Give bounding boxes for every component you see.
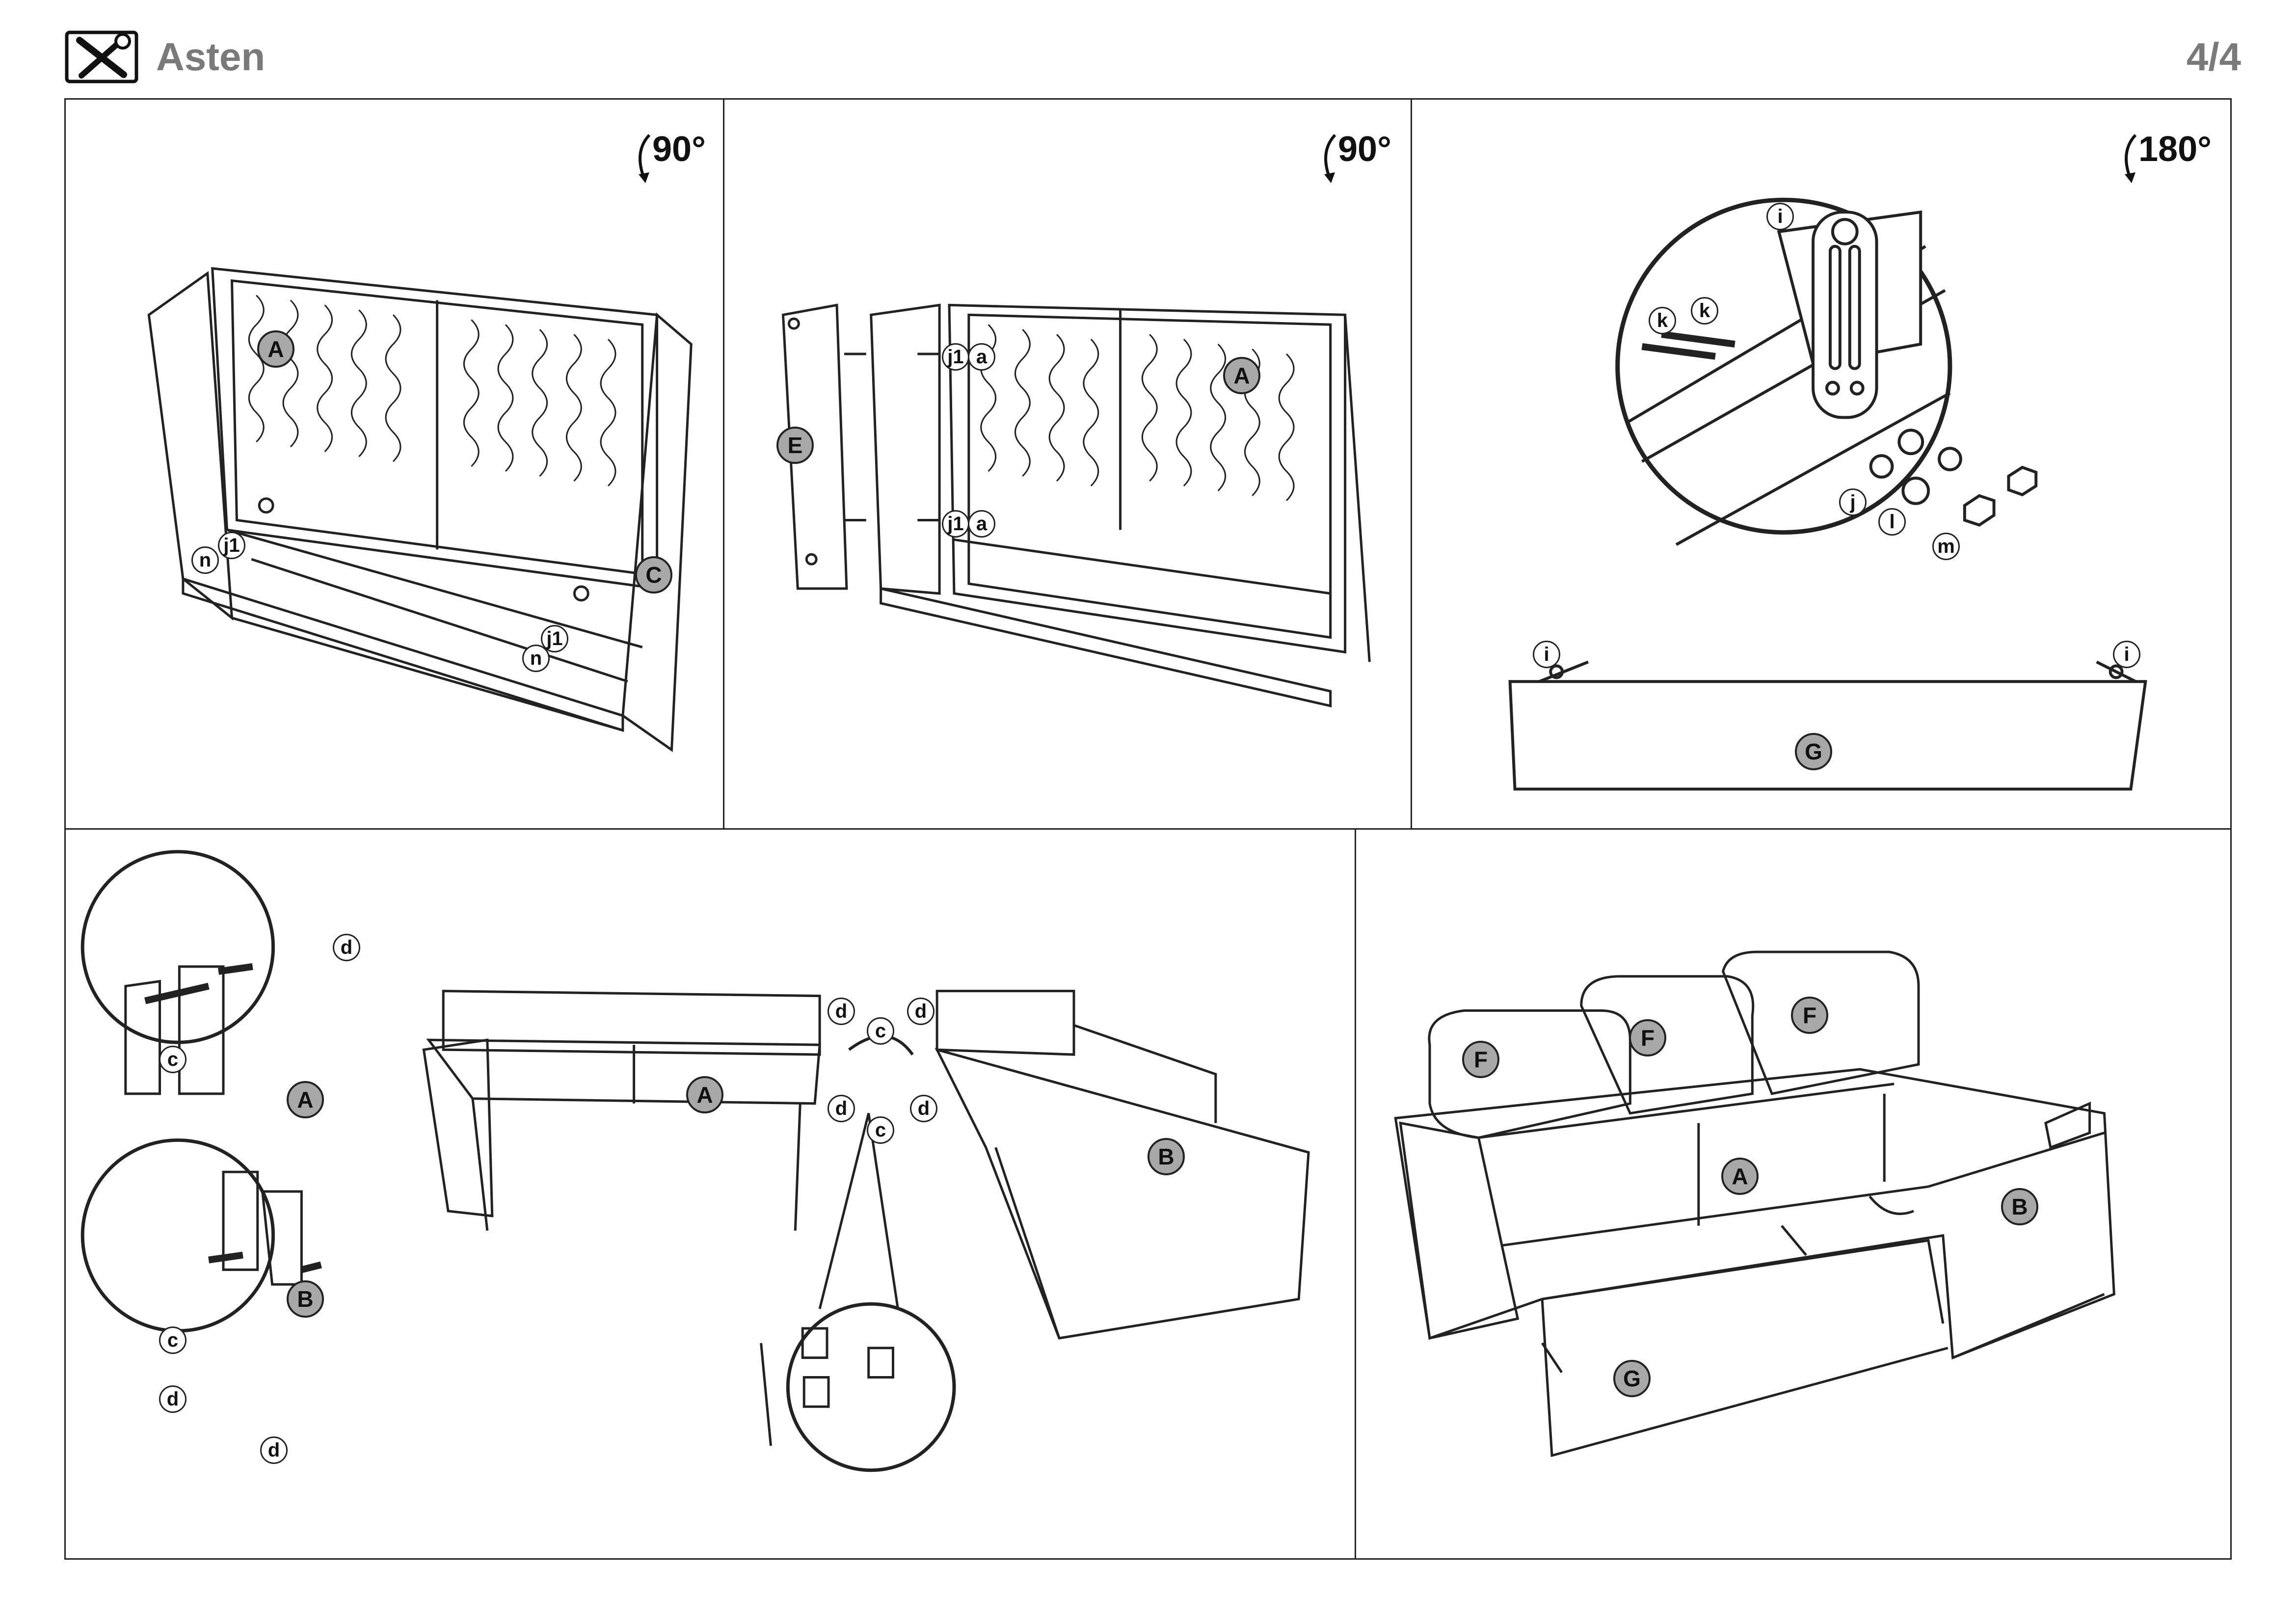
part-label-B: B [2001,1188,2038,1225]
part-label-c: c [867,1116,894,1144]
part-label-k: k [1691,297,1718,325]
part-label-j1: j1 [218,532,245,559]
part-label-F: F [1462,1041,1499,1078]
part-label-d: d [910,1095,937,1122]
part-label-A: A [1223,357,1260,394]
part-label-c: c [159,1326,187,1354]
sofa-connection-illustration [80,850,1310,1472]
part-label-F: F [1791,997,1828,1034]
part-label-d: d [260,1436,288,1464]
part-label-G: G [1795,733,1832,770]
part-label-n: n [191,546,219,574]
assembled-sofa-illustration [1394,950,2115,1458]
part-label-a: a [968,510,995,538]
step-panel-1: 90° A C n j1 n j1 [64,98,724,830]
step-panel-5: F F F A B G [1355,828,2232,1560]
part-label-B: B [287,1280,324,1318]
part-label-n: n [522,645,550,672]
part-label-d: d [907,998,934,1025]
sofa-back-frame-illustration [147,267,693,753]
rotation-indicator-1: 90° [639,129,706,183]
part-label-k: k [1649,307,1676,334]
part-label-l: l [1878,508,1906,536]
part-label-d: d [159,1385,187,1413]
step-panel-3: 180° i k k j l m i i G [1411,98,2232,830]
part-label-d: d [828,1095,855,1122]
step-panel-2: 90° E A j1 a j1 a [723,98,1412,830]
part-label-A: A [686,1076,723,1113]
part-label-G: G [1613,1360,1651,1397]
rotation-indicator-2: 90° [1324,129,1391,183]
tools-icon [65,30,138,83]
part-label-F: F [1629,1019,1666,1056]
part-label-A: A [287,1081,324,1118]
page-number: 4/4 [2186,35,2241,79]
part-label-i: i [2113,641,2140,668]
part-label-A: A [1721,1158,1759,1195]
part-label-d: d [333,934,360,961]
sofa-side-panel-illustration [781,303,1371,708]
part-label-m: m [1932,533,1960,560]
part-label-i: i [1766,203,1794,230]
part-label-d: d [828,998,855,1025]
step-panel-4: d c A B c d d A d c d d d c B [64,828,1356,1560]
part-label-B: B [1148,1138,1185,1175]
rotation-indicator-3: 180° [2125,129,2212,183]
part-label-j: j [1839,488,1867,516]
part-label-A: A [257,330,294,368]
part-label-j1: j1 [541,625,568,652]
part-label-j1: j1 [942,510,969,538]
part-label-a: a [968,343,995,371]
part-label-C: C [635,556,672,594]
part-label-E: E [776,427,814,464]
part-label-j1: j1 [942,343,969,371]
document-title: Asten [156,35,266,79]
part-label-c: c [867,1017,894,1045]
drawer-wheel-illustration [1508,197,2147,791]
part-label-i: i [1533,641,1560,668]
part-label-c: c [159,1046,187,1073]
